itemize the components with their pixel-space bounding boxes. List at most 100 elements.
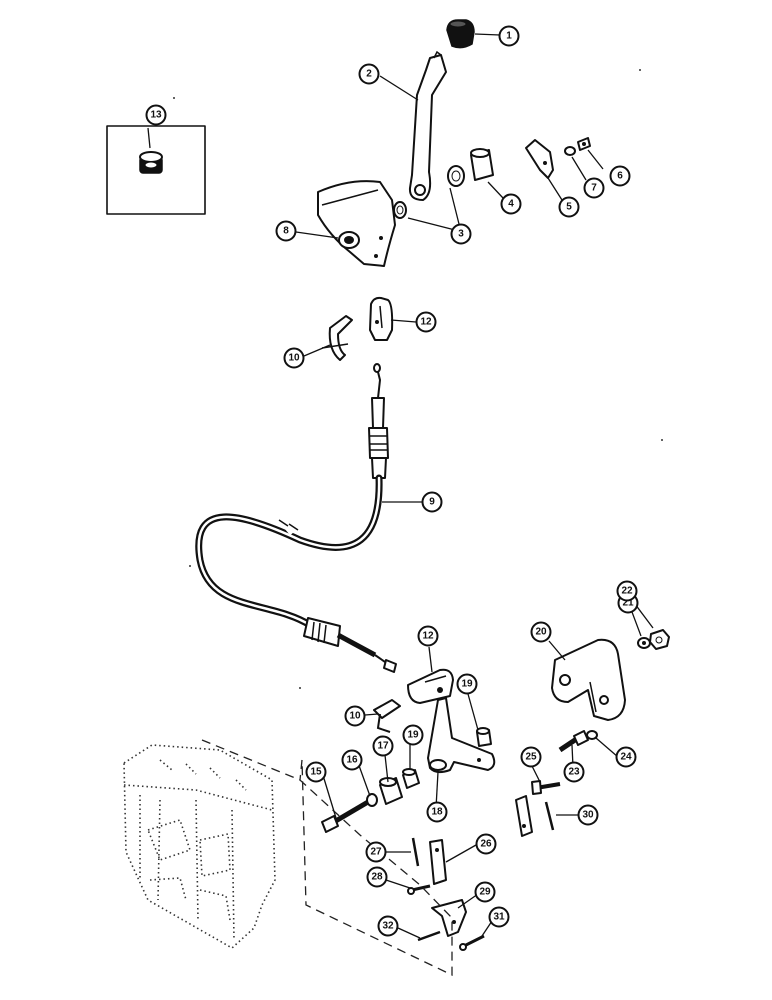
svg-text:31: 31 bbox=[493, 912, 505, 923]
svg-text:26: 26 bbox=[480, 839, 492, 850]
washer-part-7 bbox=[564, 146, 576, 156]
callout-1: 1 bbox=[498, 25, 520, 47]
callout-18: 18 bbox=[426, 801, 448, 823]
washer-part-3-lower bbox=[393, 201, 407, 219]
lock-washer-part-21 bbox=[637, 637, 651, 649]
svg-text:19: 19 bbox=[407, 730, 419, 741]
svg-text:1: 1 bbox=[506, 31, 512, 42]
svg-text:20: 20 bbox=[535, 627, 547, 638]
callout-5: 5 bbox=[558, 196, 580, 218]
svg-text:22: 22 bbox=[621, 586, 633, 597]
bolt-part-25 bbox=[531, 780, 561, 795]
callout-12-lower: 12 bbox=[417, 625, 439, 647]
screw-part-6 bbox=[577, 137, 591, 151]
callout-22: 22 bbox=[616, 580, 638, 602]
svg-text:29: 29 bbox=[479, 887, 491, 898]
bracket-plate-part-20 bbox=[551, 638, 626, 721]
clevis-part-12-upper bbox=[369, 296, 394, 341]
callout-17: 17 bbox=[372, 735, 394, 757]
svg-text:4: 4 bbox=[508, 199, 514, 210]
callout-27: 27 bbox=[365, 841, 387, 863]
svg-text:13: 13 bbox=[150, 110, 162, 121]
cotter-pin-part-32 bbox=[417, 930, 441, 942]
quadrant-plate-part-8 bbox=[317, 180, 396, 267]
clip-pin-part-10-lower bbox=[373, 699, 401, 733]
cotter-pin-part-30 bbox=[544, 801, 555, 831]
scan-specks bbox=[173, 69, 663, 689]
plug-fitting-part-13 bbox=[139, 151, 163, 174]
pin-part-28 bbox=[407, 884, 431, 895]
svg-text:10: 10 bbox=[288, 353, 300, 364]
svg-text:32: 32 bbox=[382, 921, 394, 932]
inset-box-part-13 bbox=[106, 125, 206, 215]
spacer-part-17 bbox=[379, 777, 403, 805]
svg-text:30: 30 bbox=[582, 810, 594, 821]
svg-text:28: 28 bbox=[371, 872, 383, 883]
svg-text:18: 18 bbox=[431, 807, 443, 818]
svg-text:27: 27 bbox=[370, 847, 382, 858]
bellcrank-part-18 bbox=[427, 697, 496, 774]
clip-pin-part-10-upper bbox=[321, 315, 353, 361]
callout-26: 26 bbox=[475, 833, 497, 855]
clevis-part-29 bbox=[431, 899, 467, 937]
bolt-part-23 bbox=[558, 730, 589, 753]
svg-text:3: 3 bbox=[458, 229, 464, 240]
callout-8: 8 bbox=[275, 220, 297, 242]
callout-12-upper: 12 bbox=[415, 311, 437, 333]
bracket-part-5 bbox=[525, 139, 554, 179]
svg-text:5: 5 bbox=[566, 202, 572, 213]
washer-part-3-upper bbox=[447, 165, 465, 187]
svg-text:2: 2 bbox=[366, 69, 372, 80]
callout-3: 3 bbox=[450, 223, 472, 245]
callout-19-upper: 19 bbox=[456, 673, 478, 695]
nut-part-22 bbox=[649, 629, 670, 650]
svg-text:9: 9 bbox=[429, 497, 435, 508]
svg-text:25: 25 bbox=[525, 752, 537, 763]
callout-15: 15 bbox=[305, 761, 327, 783]
callout-28: 28 bbox=[366, 866, 388, 888]
leader-lines bbox=[147, 33, 654, 939]
svg-text:24: 24 bbox=[620, 752, 632, 763]
callout-24: 24 bbox=[615, 746, 637, 768]
knob-part-1 bbox=[446, 19, 475, 49]
svg-text:23: 23 bbox=[568, 767, 580, 778]
control-cable-part-9 bbox=[195, 363, 397, 673]
callout-10-lower: 10 bbox=[344, 705, 366, 727]
svg-text:12: 12 bbox=[422, 631, 434, 642]
pin-part-31 bbox=[459, 934, 485, 951]
bushing-part-19-upper bbox=[476, 727, 492, 747]
cotter-pin-part-27 bbox=[411, 837, 420, 867]
callout-31: 31 bbox=[488, 906, 510, 928]
clevis-part-12-lower bbox=[407, 668, 454, 704]
bolt-part-15 bbox=[321, 799, 370, 833]
callout-6: 6 bbox=[609, 165, 631, 187]
svg-text:17: 17 bbox=[377, 741, 389, 752]
installation-dashed-outline bbox=[201, 739, 453, 977]
svg-text:10: 10 bbox=[349, 711, 361, 722]
callout-29: 29 bbox=[474, 881, 496, 903]
washer-part-16 bbox=[366, 793, 378, 807]
link-part-26 bbox=[429, 795, 533, 885]
callout-30: 30 bbox=[577, 804, 599, 826]
svg-text:8: 8 bbox=[283, 226, 289, 237]
bushing-part-19-lower bbox=[402, 768, 420, 789]
washer-part-24 bbox=[586, 730, 598, 740]
callout-20: 20 bbox=[530, 621, 552, 643]
svg-text:12: 12 bbox=[420, 317, 432, 328]
svg-text:7: 7 bbox=[591, 183, 597, 194]
spacer-bushing-part-4 bbox=[470, 148, 494, 181]
callout-10-upper: 10 bbox=[283, 347, 305, 369]
svg-text:6: 6 bbox=[617, 171, 623, 182]
callout-2: 2 bbox=[358, 63, 380, 85]
callout-7: 7 bbox=[583, 177, 605, 199]
svg-text:16: 16 bbox=[346, 755, 358, 766]
callout-4: 4 bbox=[500, 193, 522, 215]
callout-19-lower: 19 bbox=[402, 724, 424, 746]
svg-text:21: 21 bbox=[622, 598, 634, 609]
svg-text:15: 15 bbox=[310, 767, 322, 778]
callout-23: 23 bbox=[563, 761, 585, 783]
callout-9: 9 bbox=[421, 491, 443, 513]
callout-32: 32 bbox=[377, 915, 399, 937]
shift-lever-part-2 bbox=[408, 50, 447, 201]
